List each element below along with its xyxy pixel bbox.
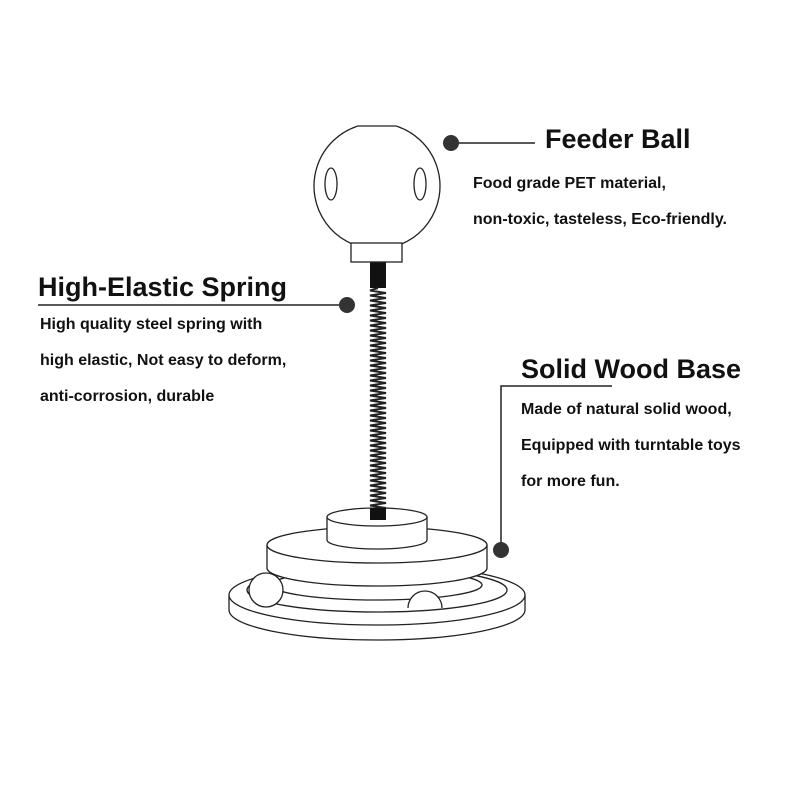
base-desc-1: Made of natural solid wood, <box>521 401 732 418</box>
feeder-ball-desc-2: non-toxic, tasteless, Eco-friendly. <box>473 211 727 228</box>
feeder-ball-marker-dot <box>443 135 459 151</box>
base-desc-2: Equipped with turntable toys <box>521 437 741 454</box>
feeder-ball-illustration <box>313 125 441 263</box>
spring-desc-2: high elastic, Not easy to deform, <box>40 352 287 369</box>
feeder-ball-title: Feeder Ball <box>545 124 691 154</box>
spring-illustration <box>369 262 387 520</box>
toy-ball-left <box>248 572 284 608</box>
toy-ball-right <box>407 590 443 609</box>
base-title: Solid Wood Base <box>521 354 742 384</box>
spring-desc-1: High quality steel spring with <box>40 316 263 333</box>
wood-base-illustration <box>228 507 526 641</box>
base-marker-dot <box>493 542 509 558</box>
feeder-ball-desc-1: Food grade PET material, <box>473 175 666 192</box>
base-desc-3: for more fun. <box>521 473 620 490</box>
spring-title: High-Elastic Spring <box>38 272 288 302</box>
spring-desc-3: anti-corrosion, durable <box>40 388 215 405</box>
spring-marker-dot <box>339 297 355 313</box>
callout-lines <box>38 142 612 550</box>
